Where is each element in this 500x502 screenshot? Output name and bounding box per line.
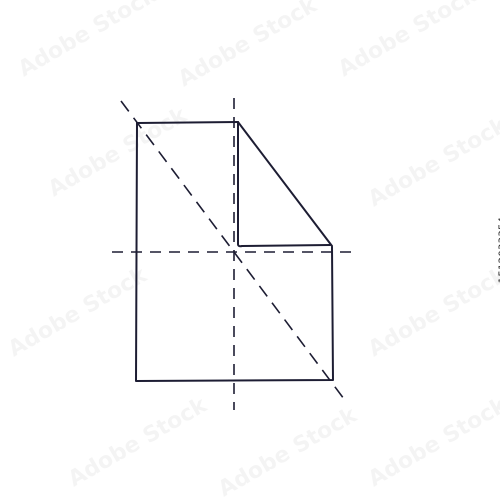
folded-flap-diagonal-edge: [237, 121, 333, 247]
sheet-top-edge: [136, 121, 239, 124]
folded-flap-inner-edge: [237, 121, 331, 248]
